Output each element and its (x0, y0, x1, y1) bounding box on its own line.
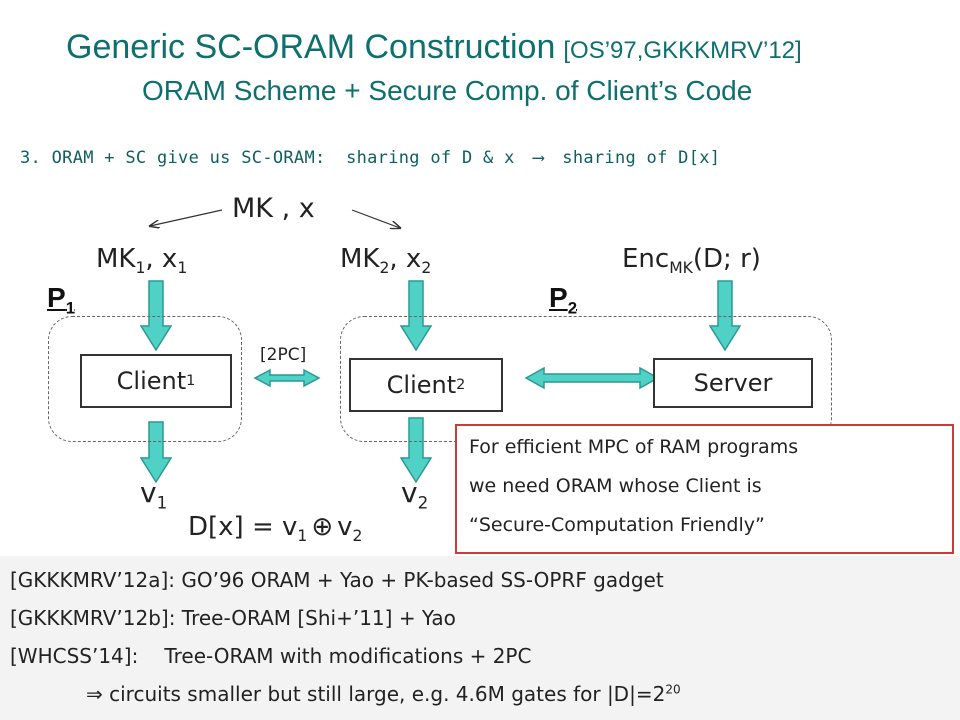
mpc-note-box: For efficient MPC of RAM programs we nee… (455, 424, 954, 554)
reference-3: [WHCSS’14]:Tree-ORAM with modifications … (10, 644, 532, 668)
mk2-label: MK2, x2 (340, 244, 432, 278)
note-line-2: we need ORAM whose Client is (469, 475, 762, 497)
step-number: 3. (20, 148, 42, 168)
reconstruction-formula: D[x] = v1⊕v2 (188, 512, 363, 546)
title-main: Generic SC-ORAM Construction (66, 28, 556, 66)
page-subtitle: ORAM Scheme + Secure Comp. of Client’s C… (142, 75, 753, 106)
page-title: Generic SC-ORAM Construction [OS’97,GKKKM… (66, 28, 802, 67)
step-text: ORAM + SC give us SC-ORAM: (51, 148, 326, 168)
step-arrow: ⟶ (533, 148, 544, 168)
mk1-label: MK1, x1 (96, 244, 188, 278)
2pc-label: [2PC] (260, 345, 307, 365)
enc-label: EncMK(D; r) (622, 244, 761, 278)
down-arrow-enc (708, 280, 742, 352)
conclusion-line: ⇒ circuits smaller but still large, e.g.… (86, 682, 681, 706)
step-left: sharing of D & x (346, 148, 515, 168)
note-line-1: For efficient MPC of RAM programs (469, 436, 799, 458)
references-panel: [GKKKMRV’12a]: GO’96 ORAM + Yao + PK-bas… (0, 556, 960, 720)
down-arrow-client1 (139, 421, 173, 484)
split-arrow-left (150, 209, 223, 226)
title-citation: [OS’97,GKKKMRV’12] (563, 37, 802, 64)
down-arrow-mk1 (139, 280, 173, 352)
step-line: 3. ORAM + SC give us SC-ORAM: sharing of… (20, 148, 720, 168)
reference-1: [GKKKMRV’12a]: GO’96 ORAM + Yao + PK-bas… (10, 568, 664, 592)
v1-label: v1 (140, 476, 168, 513)
reference-2: [GKKKMRV’12b]: Tree-ORAM [Shi+’11] + Yao (10, 606, 456, 630)
party2-label: P2 (549, 282, 578, 318)
server-box: Server (653, 358, 813, 408)
down-arrow-client2 (399, 417, 433, 484)
v2-label: v2 (401, 476, 429, 513)
party1-region (48, 316, 242, 442)
step-right: sharing of D[x] (562, 148, 721, 168)
split-arrow-right (351, 209, 400, 228)
note-line-3: “Secure-Computation Friendly” (469, 514, 765, 536)
double-arrow-2pc (253, 368, 321, 388)
mk-x-label: MK , x (232, 193, 315, 224)
party1-label: P1 (47, 282, 76, 318)
down-arrow-mk2 (399, 280, 433, 352)
